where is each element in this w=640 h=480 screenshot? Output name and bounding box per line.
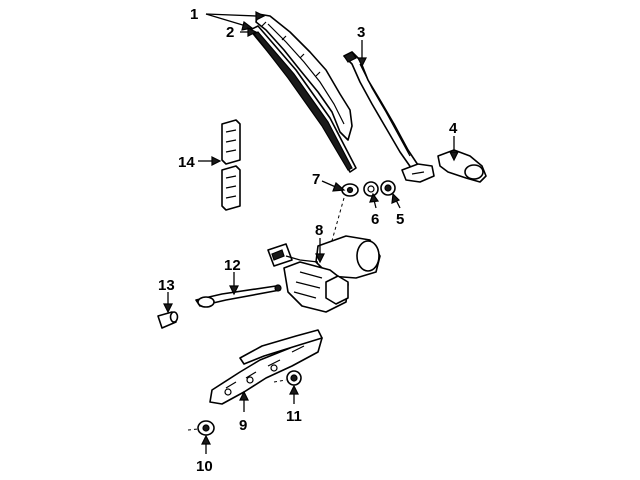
grommet-10 bbox=[187, 420, 215, 436]
callout-4: 4 bbox=[449, 120, 458, 137]
callout-11: 11 bbox=[286, 408, 302, 425]
nut-5 bbox=[380, 180, 396, 196]
callout-9: 9 bbox=[239, 417, 247, 434]
callout-10: 10 bbox=[196, 458, 213, 475]
callout-14: 14 bbox=[178, 154, 195, 171]
callout-5: 5 bbox=[396, 211, 404, 228]
callout-7: 7 bbox=[312, 171, 320, 188]
callout-2: 2 bbox=[226, 24, 234, 41]
bushing-13 bbox=[157, 311, 179, 329]
connector-14 bbox=[221, 119, 241, 211]
callout-3: 3 bbox=[357, 24, 365, 41]
leader-lines bbox=[163, 11, 459, 454]
washer-6 bbox=[363, 181, 379, 197]
callout-13: 13 bbox=[158, 277, 175, 294]
mounting-bracket bbox=[209, 329, 323, 405]
callout-8: 8 bbox=[315, 222, 323, 239]
callout-1: 1 bbox=[190, 6, 198, 23]
callout-6: 6 bbox=[371, 211, 379, 228]
linkage-rod bbox=[195, 284, 282, 308]
wiper-motor bbox=[267, 235, 381, 313]
callout-12: 12 bbox=[224, 257, 241, 274]
arm-cover-cap bbox=[437, 149, 487, 183]
wiper-arm bbox=[343, 51, 435, 183]
wiper-blade-assembly bbox=[249, 13, 357, 173]
